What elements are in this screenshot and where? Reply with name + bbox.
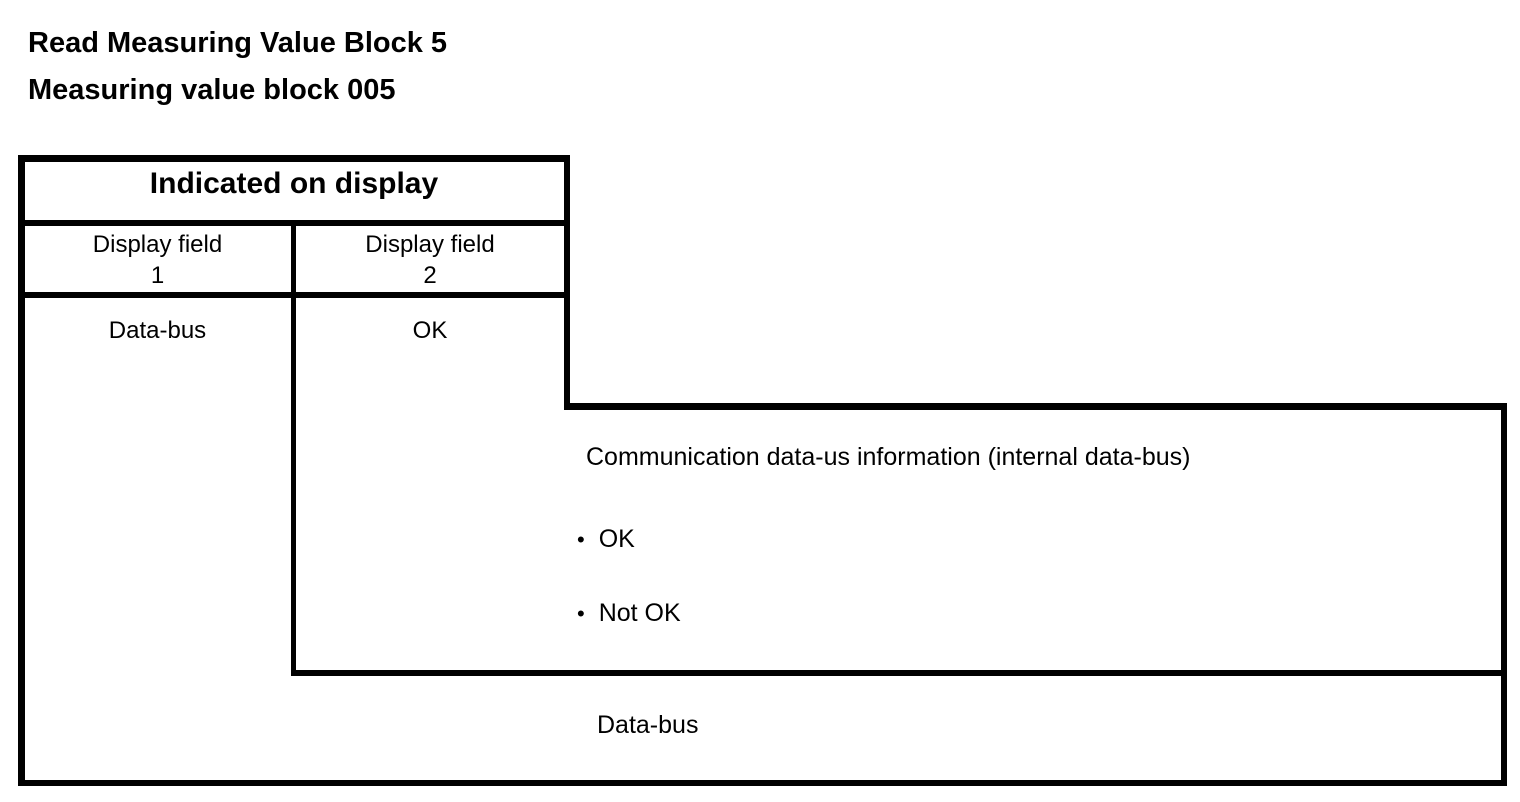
- page-title-line1: Read Measuring Value Block 5: [28, 27, 448, 59]
- callout-description: Communication data-us information (inter…: [586, 443, 1191, 471]
- bullet-icon: •: [577, 527, 585, 552]
- diagram-bottom-border: [18, 780, 1507, 786]
- diagram-right-border: [1501, 403, 1507, 786]
- callout-top-border: [564, 403, 1507, 410]
- column-header-2-line1: Display field: [365, 231, 495, 258]
- column-header-2-line2: 2: [423, 262, 437, 289]
- page-title: Read Measuring Value Block 5 Measuring v…: [28, 20, 447, 114]
- callout-bullet-not-ok: • Not OK: [577, 599, 681, 628]
- table-cell-display-field-1: Data-bus: [108, 317, 207, 344]
- callout-bottom-divider: [291, 670, 1507, 676]
- column-header-display-field-1: Display field 1: [24, 229, 291, 291]
- bullet-icon: •: [577, 601, 585, 626]
- table-right-border: [564, 155, 570, 410]
- column-header-1-line2: 1: [150, 262, 165, 289]
- table-column-divider: [291, 220, 296, 676]
- callout-bullet-ok: • OK: [577, 525, 635, 554]
- page-title-line2: Measuring value block 005: [28, 74, 396, 106]
- callout-bullet-ok-label: OK: [598, 525, 635, 553]
- table-header: Indicated on display: [149, 167, 439, 200]
- table-cell-display-field-2: OK: [412, 317, 448, 344]
- callout-bullet-not-ok-label: Not OK: [598, 599, 681, 627]
- diagram-left-border: [18, 155, 25, 786]
- column-header-1-line1: Display field: [92, 231, 223, 258]
- table-top-border: [18, 155, 570, 162]
- callout-footer-label: Data-bus: [597, 711, 699, 739]
- column-header-display-field-2: Display field 2: [296, 229, 564, 291]
